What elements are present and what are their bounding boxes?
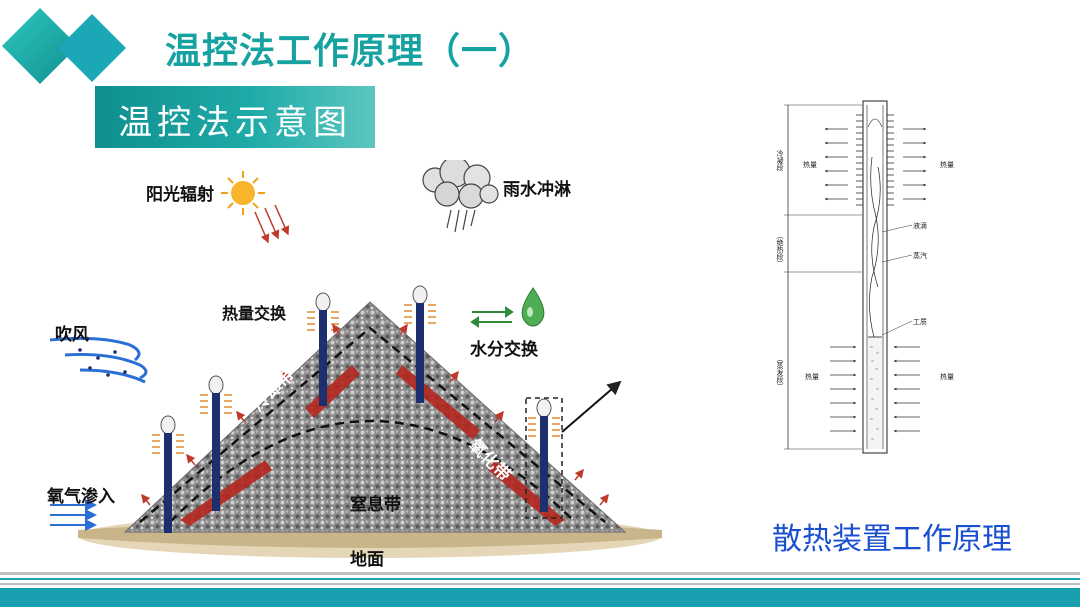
heat-pipe-diagram — [784, 100, 927, 454]
heat-label-lower-right: 热量 — [940, 373, 954, 381]
header-diamond-decoration — [2, 8, 126, 84]
working-fluid-label: 工质 — [913, 318, 927, 326]
sun-icon — [221, 171, 265, 215]
device-callout-box — [525, 397, 563, 519]
oxygen-arrows — [50, 499, 97, 531]
temperature-control-diagram — [49, 160, 662, 558]
subtitle-text: 温控法示意图 — [118, 103, 352, 143]
page-title: 温控法工作原理（一） — [165, 31, 536, 72]
water-drop-icon — [521, 287, 545, 327]
heat-exchange-label: 热量交换 — [222, 304, 287, 323]
heat-pipes — [152, 285, 560, 533]
vapor-label: 蒸汽 — [913, 252, 927, 260]
rain-cloud-icon — [422, 160, 499, 233]
subtitle-banner — [95, 86, 375, 148]
insulation-section-label: （绝热段） — [776, 232, 784, 267]
oxygen-label: 氧气渗入 — [47, 487, 115, 507]
device-callout-arrow — [561, 380, 622, 433]
wind-particles — [78, 348, 127, 377]
heat-pipe-caption: 散热装置工作原理 — [772, 522, 1012, 557]
sun-radiation-label: 阳光辐射 — [146, 185, 214, 205]
liquid-film-label: 液滴 — [913, 222, 927, 230]
footer-stripes — [0, 572, 1080, 607]
condenser-section-label: 冷凝段 — [776, 150, 784, 171]
ground-label: 地面 — [350, 550, 384, 570]
wind-icon — [49, 336, 148, 384]
suffocation-zone-label: 窒息带 — [350, 495, 401, 515]
sun-ray-arrows — [254, 204, 290, 244]
water-exchange-label: 水分交换 — [470, 340, 538, 360]
heat-label-upper-right: 热量 — [940, 161, 954, 169]
rain-label: 雨水冲淋 — [503, 180, 571, 200]
water-exchange-arrows — [470, 306, 514, 328]
wind-label: 吹风 — [55, 325, 89, 345]
heat-release-arrows — [141, 323, 609, 506]
heat-label-upper-left: 热量 — [803, 161, 817, 169]
heat-label-lower-left: 热量 — [805, 373, 819, 381]
evaporator-section-label: （蒸发段） — [776, 355, 784, 390]
